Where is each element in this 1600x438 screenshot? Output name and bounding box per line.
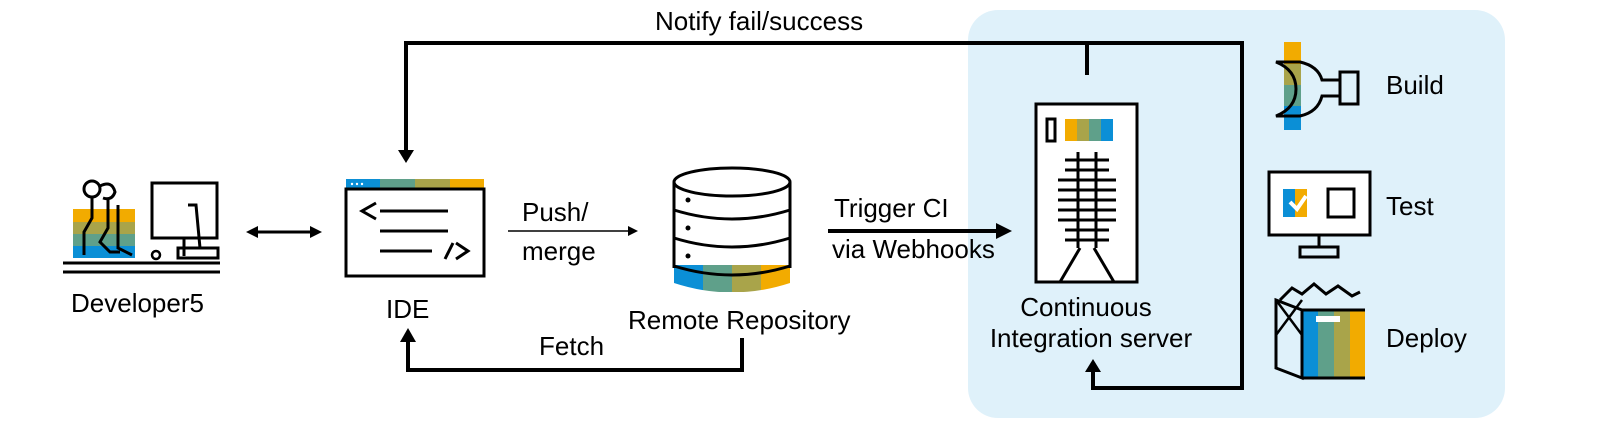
notify-connector	[398, 41, 1244, 390]
database-icon	[672, 166, 792, 299]
server-tower-icon	[1034, 102, 1139, 284]
fetch-label: Fetch	[539, 331, 605, 361]
fetch-connector	[400, 328, 744, 372]
notify-label: Notify fail/success	[655, 6, 864, 36]
developer-ide-arrow	[246, 226, 322, 238]
push-label-line1: Push/	[522, 197, 589, 227]
test-label: Test	[1386, 191, 1434, 221]
developer-at-desk-icon	[63, 179, 220, 274]
monitor-checkbox-icon	[1267, 170, 1372, 259]
package-deploy-icon	[1274, 282, 1365, 381]
push-merge-arrow	[508, 226, 638, 236]
trigger-label-line2: via Webhooks	[832, 234, 995, 264]
build-label: Build	[1386, 70, 1444, 100]
remote-repository-label: Remote Repository	[628, 305, 851, 335]
trigger-ci-arrow	[828, 223, 1012, 239]
trigger-label-line1: Trigger CI	[834, 193, 949, 223]
ci-server-label-line1: Continuous	[1020, 292, 1152, 322]
ide-label: IDE	[386, 294, 430, 324]
push-label-line2: merge	[522, 236, 596, 266]
developer-label: Developer5	[71, 288, 204, 318]
code-editor-icon	[344, 179, 486, 278]
ci-server-label-line2: Integration server	[989, 323, 1193, 353]
wrench-icon	[1275, 42, 1360, 130]
deploy-label: Deploy	[1386, 323, 1467, 353]
